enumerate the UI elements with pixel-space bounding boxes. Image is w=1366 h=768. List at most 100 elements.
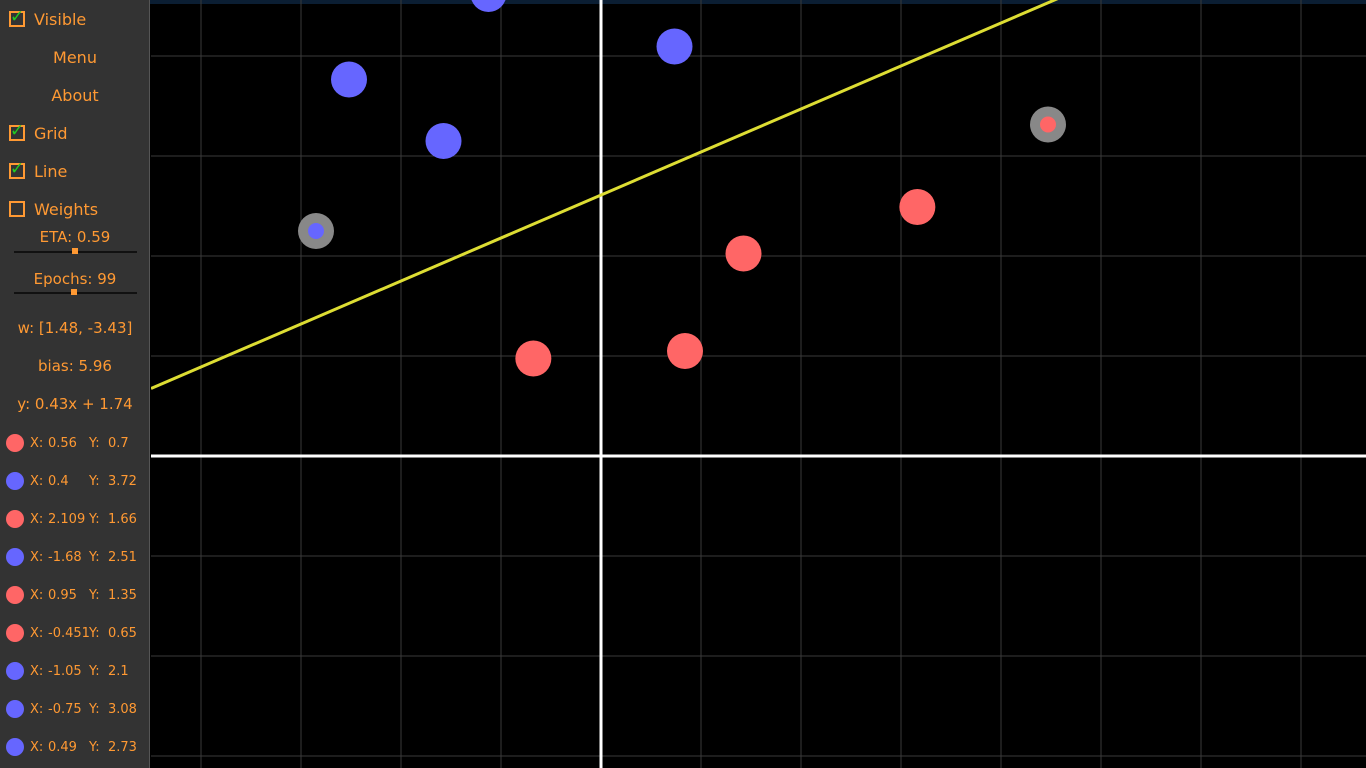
point-y-value: 2.51 (108, 550, 137, 565)
weights-toggle[interactable]: Weights (0, 190, 150, 228)
point-y-label: Y: (89, 740, 100, 755)
red-data-point[interactable] (725, 235, 762, 272)
epochs-label: Epochs: 99 (33, 270, 117, 288)
eta-slider[interactable] (14, 248, 137, 254)
point-x-value: 0.4 (48, 474, 69, 489)
point-x-label: X: (30, 436, 44, 451)
point-x-value: 0.56 (48, 436, 77, 451)
epochs-slider[interactable] (14, 289, 137, 295)
line-equation: y: 0.43x + 1.74 (17, 395, 133, 413)
data-points[interactable] (298, 0, 1066, 377)
blue-data-point[interactable] (656, 28, 693, 65)
blue-data-point[interactable] (331, 61, 367, 98)
blue-data-point[interactable] (471, 0, 507, 12)
point-x-label: X: (30, 550, 44, 565)
point-y-value: 3.08 (108, 702, 137, 717)
about-label: About (51, 85, 99, 105)
visible-label: Visible (34, 9, 87, 29)
point-x-label: X: (30, 626, 44, 641)
point-x-value: -0.451 (48, 626, 90, 641)
point-y-label: Y: (89, 474, 100, 489)
weights-checkbox[interactable] (9, 201, 25, 217)
point-x-value: 0.95 (48, 588, 77, 603)
point-x-value: -0.75 (48, 702, 82, 717)
red-data-point[interactable] (667, 333, 703, 369)
point-list-item[interactable]: X: 0.49 Y: 2.73 (0, 728, 150, 766)
point-color-dot (6, 434, 24, 452)
grid-toggle[interactable]: ✓ Grid (0, 114, 150, 152)
line-checkbox[interactable]: ✓ (9, 159, 25, 179)
point-y-value: 0.7 (108, 436, 129, 451)
point-y-value: 2.73 (108, 740, 137, 755)
point-color-dot (6, 624, 24, 642)
point-x-label: X: (30, 702, 44, 717)
bias-readout: bias: 5.96 (38, 357, 112, 375)
point-color-dot (6, 586, 24, 604)
eta-slider-handle[interactable] (72, 248, 78, 254)
point-y-value: 1.35 (108, 588, 137, 603)
about-button[interactable]: About (0, 76, 150, 114)
axes (151, 0, 1366, 768)
separator-line (151, 0, 1059, 390)
epochs-slider-handle[interactable] (71, 289, 77, 295)
point-color-dot (6, 472, 24, 490)
selected-data-point[interactable] (1040, 116, 1056, 133)
grid-checkbox[interactable]: ✓ (9, 121, 25, 141)
point-list-item[interactable]: X: -1.68 Y: 2.51 (0, 538, 150, 576)
point-list-item[interactable]: X: -0.75 Y: 3.08 (0, 690, 150, 728)
point-list-item[interactable]: X: 0.4 Y: 3.72 (0, 462, 150, 500)
point-x-label: X: (30, 588, 44, 603)
point-y-label: Y: (89, 550, 100, 565)
point-y-label: Y: (89, 512, 100, 527)
point-y-label: Y: (89, 702, 100, 717)
weights-readout: w: [1.48, -3.43] (17, 319, 133, 337)
grid-lines (151, 0, 1366, 768)
checkmark-icon: ✓ (10, 159, 25, 179)
red-data-point[interactable] (515, 340, 552, 377)
visible-toggle[interactable]: ✓ Visible (0, 0, 150, 38)
point-x-value: 0.49 (48, 740, 77, 755)
decision-line (151, 0, 1059, 390)
point-y-label: Y: (89, 626, 100, 641)
point-color-dot (6, 510, 24, 528)
point-x-label: X: (30, 740, 44, 755)
point-y-label: Y: (89, 588, 100, 603)
plot-canvas[interactable] (151, 0, 1366, 768)
point-x-label: X: (30, 664, 44, 679)
sidebar: ✓ Visible Menu About ✓ Grid ✓ Line Weigh… (0, 0, 150, 768)
grid-label: Grid (34, 123, 68, 143)
point-x-value: -1.68 (48, 550, 82, 565)
point-y-value: 3.72 (108, 474, 137, 489)
point-y-value: 1.66 (108, 512, 137, 527)
point-y-label: Y: (89, 664, 100, 679)
eta-label: ETA: 0.59 (39, 228, 111, 246)
point-list-item[interactable]: X: 0.95 Y: 1.35 (0, 576, 150, 614)
line-toggle[interactable]: ✓ Line (0, 152, 150, 190)
point-color-dot (6, 662, 24, 680)
point-color-dot (6, 700, 24, 718)
blue-data-point[interactable] (425, 123, 462, 159)
point-list-item[interactable]: X: 0.56 Y: 0.7 (0, 424, 150, 462)
menu-label: Menu (53, 47, 97, 67)
selected-data-point[interactable] (308, 223, 324, 239)
visible-checkbox[interactable]: ✓ (9, 7, 25, 27)
point-color-dot (6, 738, 24, 756)
top-bar (0, 0, 1366, 4)
point-x-label: X: (30, 474, 44, 489)
point-x-label: X: (30, 512, 44, 527)
checkmark-icon: ✓ (10, 121, 25, 141)
red-data-point[interactable] (899, 189, 936, 225)
checkmark-icon: ✓ (10, 7, 25, 27)
point-y-value: 0.65 (108, 626, 137, 641)
point-y-label: Y: (89, 436, 100, 451)
point-x-value: 2.109 (48, 512, 86, 527)
point-color-dot (6, 548, 24, 566)
weights-label: Weights (34, 199, 99, 219)
point-y-value: 2.1 (108, 664, 129, 679)
menu-button[interactable]: Menu (0, 38, 150, 76)
point-x-value: -1.05 (48, 664, 82, 679)
point-list-item[interactable]: X: -1.05 Y: 2.1 (0, 652, 150, 690)
